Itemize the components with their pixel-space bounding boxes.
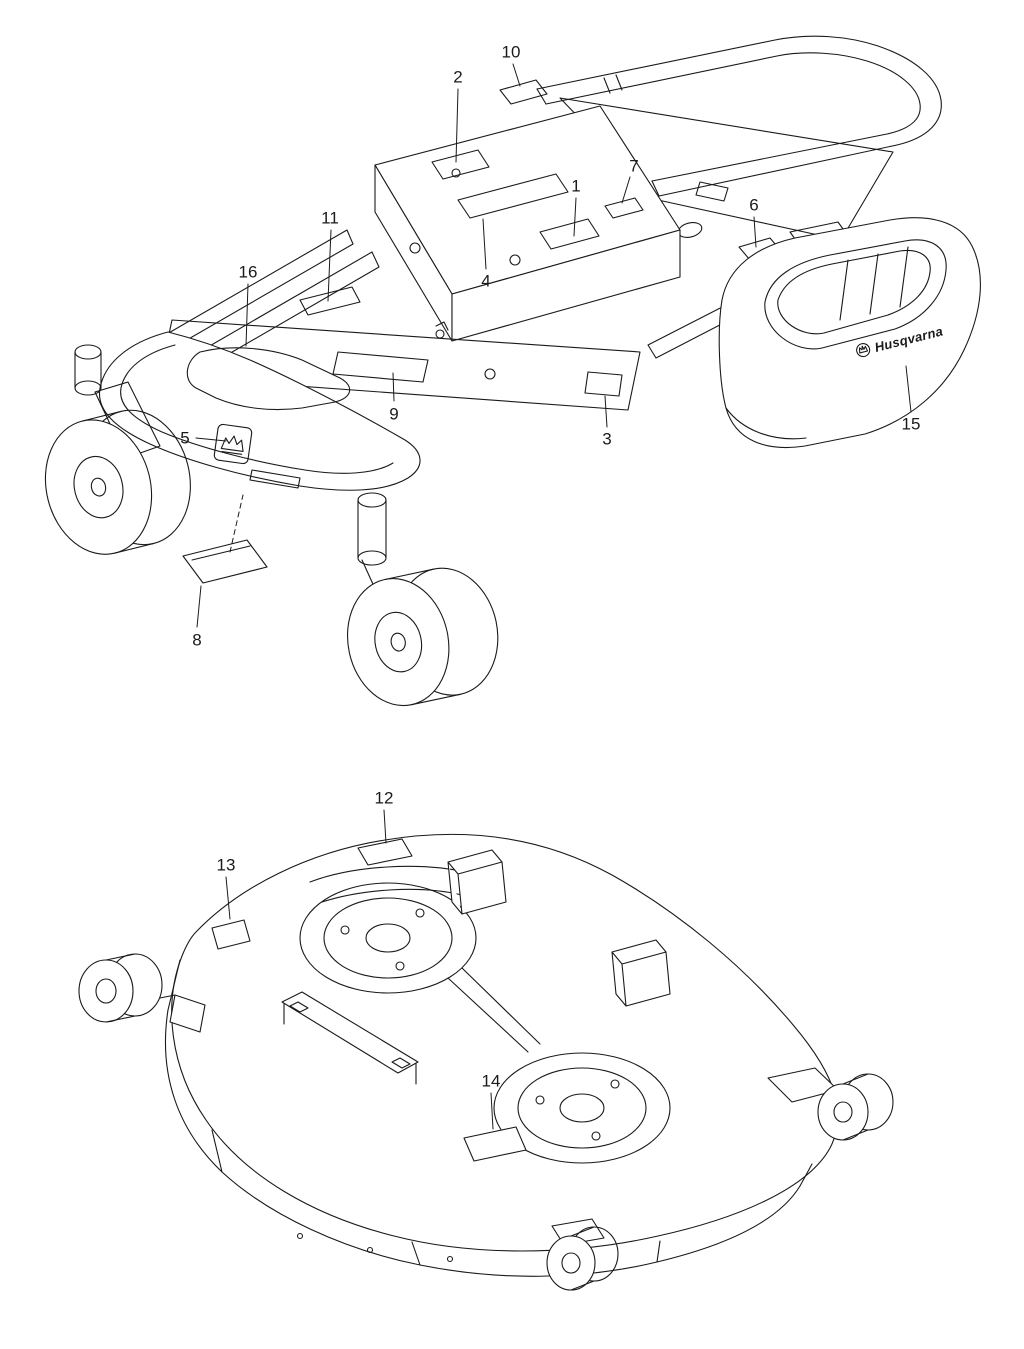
part-7-plate <box>604 197 644 219</box>
leader-line-8 <box>229 494 244 553</box>
leader-line-13 <box>225 876 231 920</box>
part-12-decal <box>357 838 413 866</box>
callout-1: 1 <box>571 176 581 196</box>
husqvarna-crown-icon <box>220 435 244 455</box>
front-axle-beam <box>98 331 421 491</box>
antiscalp-wheel-left <box>78 953 206 1033</box>
part-13-decal <box>211 919 251 950</box>
callout-12: 12 <box>374 788 394 808</box>
callout-4: 4 <box>481 271 491 291</box>
leader-line-10 <box>512 63 521 87</box>
leader-lines <box>195 63 912 1130</box>
callout-3: 3 <box>602 429 612 449</box>
leader-line-11 <box>327 229 332 302</box>
leader-line-1 <box>573 197 577 237</box>
part-4-slot <box>457 173 569 219</box>
chassis-figure: Husqvarna <box>44 35 981 707</box>
spindle-recess-right <box>493 1052 671 1164</box>
callout-15: 15 <box>901 414 921 434</box>
callout-11: 11 <box>321 208 339 228</box>
leader-line-16 <box>245 283 249 347</box>
leader-line-2 <box>455 88 459 163</box>
part-3-plate <box>584 371 623 397</box>
husqvarna-crown-badge <box>213 423 253 465</box>
antiscalp-wheel-bottom <box>546 1218 619 1291</box>
antiscalp-wheel-right <box>767 1067 894 1141</box>
part-2-slot <box>431 149 490 180</box>
deck-bracket-right <box>611 939 671 1007</box>
callout-8: 8 <box>192 630 202 650</box>
part-11-plate <box>299 286 361 316</box>
engine-platform <box>374 105 681 342</box>
deck-shell <box>164 833 839 1277</box>
callout-6: 6 <box>749 195 759 215</box>
leader-line-5 <box>195 437 227 442</box>
leader-line-8 <box>196 585 202 628</box>
leader-line-3 <box>604 395 608 428</box>
leader-line-9 <box>392 372 395 402</box>
handlebar-loop <box>536 35 942 197</box>
part-14-decal <box>463 1126 527 1162</box>
callout-13: 13 <box>216 855 236 875</box>
callout-10: 10 <box>501 42 521 62</box>
callout-7: 7 <box>629 156 639 176</box>
leader-line-12 <box>383 809 387 844</box>
leader-line-7 <box>621 176 631 204</box>
console-cover: Husqvarna <box>718 217 981 449</box>
callout-16: 16 <box>238 262 258 282</box>
part-1-slot <box>539 218 600 250</box>
part-10-plate <box>499 79 548 105</box>
husqvarna-crown-icon <box>856 343 871 358</box>
left-caster-wheel <box>44 344 191 555</box>
callout-14: 14 <box>481 1071 501 1091</box>
right-caster-wheel <box>346 492 499 707</box>
deck-figure <box>78 833 894 1291</box>
callout-9: 9 <box>389 404 399 424</box>
callout-5: 5 <box>180 428 190 448</box>
leader-line-6 <box>753 216 757 248</box>
leader-line-4 <box>482 218 487 270</box>
leader-line-15 <box>905 365 912 413</box>
part-8-decal-plate <box>182 539 268 584</box>
deck-bracket-front <box>447 849 507 915</box>
belt-guard-handle <box>281 991 419 1085</box>
callout-2: 2 <box>453 67 463 87</box>
spindle-recess-left <box>299 882 477 994</box>
part-9-slot <box>332 351 429 383</box>
leader-line-14 <box>490 1092 494 1130</box>
